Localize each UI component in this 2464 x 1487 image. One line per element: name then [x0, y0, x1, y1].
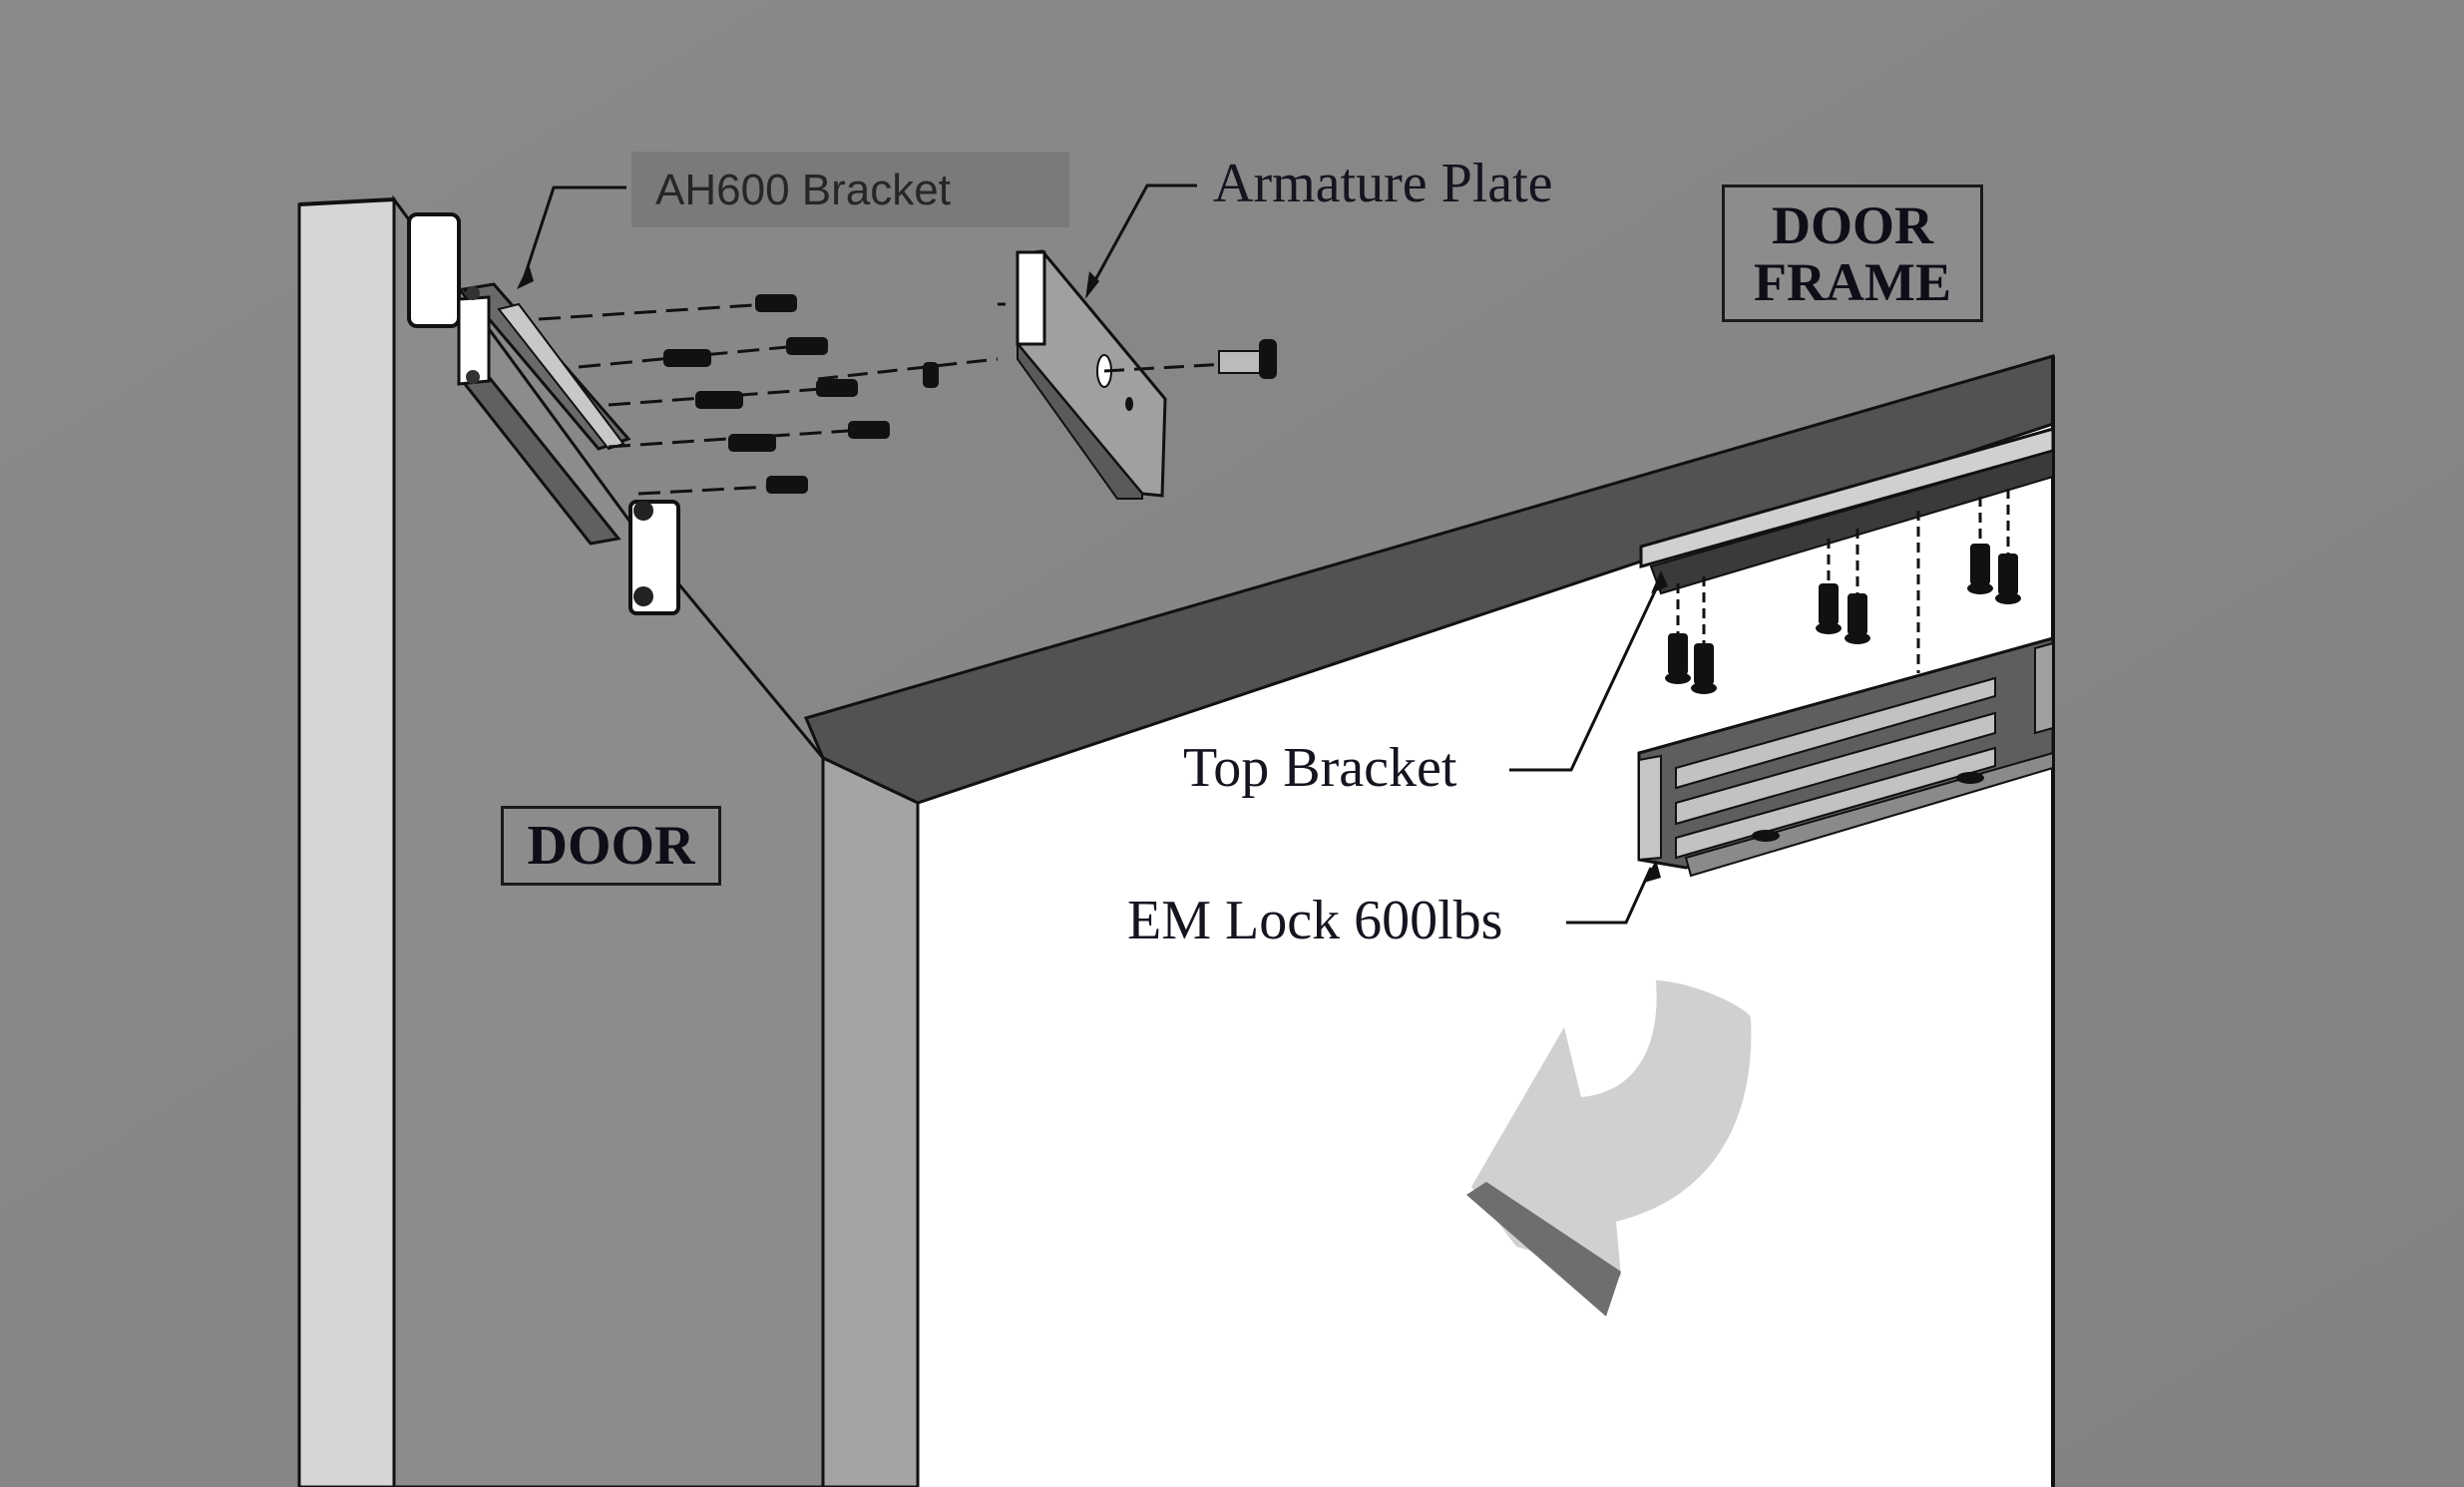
screw-icon — [695, 391, 743, 409]
ah600-label-box — [631, 152, 1069, 227]
screw-icon — [755, 294, 797, 312]
screw-icon — [663, 349, 711, 367]
armature-plate-label: Armature Plate — [1213, 153, 1553, 214]
screw-icons — [663, 294, 890, 494]
armature-leader — [1088, 184, 1197, 290]
door-frame-tag: DOOR FRAME — [1722, 185, 1983, 322]
top-bracket — [1639, 427, 2055, 595]
frame-jamb — [821, 755, 920, 1487]
top-bracket-label: Top Bracket — [1183, 737, 1457, 799]
top-bracket-leader — [1509, 577, 1663, 772]
ah600-bracket — [407, 212, 680, 615]
door-edge — [297, 197, 396, 1487]
door-frame-tag-line1: DOOR — [1772, 195, 1933, 255]
frame-head — [803, 354, 2055, 805]
screw-icon — [816, 379, 858, 397]
screw-icon — [848, 421, 890, 439]
screw-icon — [786, 337, 828, 355]
arrowhead-icon — [1085, 271, 1099, 299]
screw-icon — [766, 476, 808, 494]
washer-icon — [923, 362, 939, 388]
screw-icon — [728, 434, 776, 452]
door-tag-text: DOOR — [527, 815, 695, 877]
arrowhead-icon — [1651, 570, 1668, 593]
em-lock — [1637, 636, 2055, 878]
top-bracket-screw-icons — [1665, 544, 2021, 694]
curved-arrow-icon — [1466, 980, 1752, 1316]
ah600-leader — [522, 186, 626, 280]
door-tag: DOOR — [501, 806, 721, 886]
em-lock-leader — [1566, 867, 1653, 925]
armature-plate — [817, 249, 1277, 500]
ah600-bracket-label: AH600 Bracket — [655, 166, 951, 214]
arrowhead-icon — [1644, 860, 1661, 883]
bolt-icon — [1218, 350, 1262, 374]
door-frame-tag-line2: FRAME — [1754, 251, 1951, 312]
em-lock-label: EM Lock 600lbs — [1127, 890, 1503, 951]
leader-lines — [522, 184, 1663, 925]
arrowhead-icon — [517, 264, 534, 289]
door-opening — [918, 424, 2053, 1487]
